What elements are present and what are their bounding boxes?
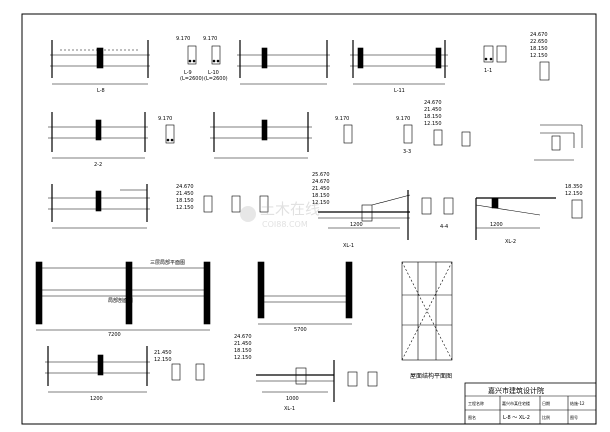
elev-label: 18.350 bbox=[565, 184, 583, 190]
elev-label: 12.150 bbox=[530, 53, 548, 59]
frame-elevation-2: 5700 bbox=[257, 261, 353, 333]
dim-label: 1200 bbox=[490, 222, 503, 228]
elev-label: 24.670 bbox=[234, 334, 252, 340]
plan-title: 局部剖面图 bbox=[108, 297, 133, 304]
detail-corner-row2 bbox=[534, 124, 583, 161]
beam-section-stack-c: 24.670 21.450 18.150 12.150 bbox=[176, 184, 269, 213]
section-label: 1-1 bbox=[484, 68, 492, 74]
elev-label: 9.170 bbox=[203, 36, 217, 42]
elev-label: 18.150 bbox=[234, 348, 252, 354]
title-block: 嘉兴市建筑设计院 工程名称 嘉兴市某住宅楼 日期 结施-12 图名 L-8 ～ … bbox=[464, 382, 597, 425]
elev-label: 21.450 bbox=[424, 107, 442, 113]
elev-label: 9.170 bbox=[335, 116, 349, 122]
dim-label: 1200 bbox=[90, 396, 103, 402]
elevation-stack-a: 24.670 22.650 18.150 12.150 bbox=[530, 32, 550, 81]
beam-elevation-7: 1200 bbox=[45, 346, 150, 402]
section-label: 4-4 bbox=[440, 224, 448, 230]
beam-elevation-5 bbox=[210, 112, 312, 159]
section-label: 2-2 bbox=[94, 162, 102, 168]
elev-label: 18.150 bbox=[312, 193, 330, 199]
elev-label: 18.150 bbox=[424, 114, 442, 120]
scale-label: 比例 bbox=[542, 414, 550, 420]
elev-label: 22.650 bbox=[530, 39, 548, 45]
elev-label: 12.150 bbox=[234, 355, 252, 361]
frame-elevation-1: 7200 三层局部平面图 局部剖面图 bbox=[35, 259, 211, 338]
elev-label: 24.670 bbox=[530, 32, 548, 38]
dim-label: 7200 bbox=[108, 332, 121, 338]
dim-label: 1000 bbox=[286, 396, 299, 402]
project-name: 嘉兴市某住宅楼 bbox=[502, 400, 530, 406]
section-label: L-9 bbox=[184, 70, 192, 76]
beam-section-stack-d: 18.350 12.150 bbox=[565, 184, 583, 219]
elev-label: 21.450 bbox=[154, 350, 172, 356]
beam-elevation-1: L-8 bbox=[50, 40, 150, 94]
elev-label: 18.150 bbox=[530, 46, 548, 52]
dim-label: 1200 bbox=[350, 222, 363, 228]
elev-label: 21.450 bbox=[234, 341, 252, 347]
drawing-name: L-8 ～ XL-2 bbox=[503, 415, 530, 421]
project-label: 工程名称 bbox=[468, 400, 484, 406]
beam-section-row2-b: 9.170 9.170 3-3 bbox=[335, 116, 413, 155]
elev-label: 9.170 bbox=[176, 36, 190, 42]
company-name: 嘉兴市建筑设计院 bbox=[488, 386, 544, 395]
beam-section-stack-b: 24.670 21.450 18.150 12.150 bbox=[424, 100, 471, 147]
elev-label: 12.150 bbox=[312, 200, 330, 206]
beam-section-L10: 9.170 L-10 (L=2600) bbox=[203, 36, 228, 82]
section-label: L-11 bbox=[394, 88, 405, 94]
elev-label: 21.450 bbox=[312, 186, 330, 192]
elev-label: 21.450 bbox=[176, 191, 194, 197]
section-note: (L=2600) bbox=[204, 76, 228, 82]
drawing-label: 图名 bbox=[468, 414, 476, 420]
section-note: (L=2600) bbox=[180, 76, 204, 82]
xl2-detail: 1200 XL-2 bbox=[475, 197, 556, 245]
elev-label: 18.150 bbox=[176, 198, 194, 204]
beam-section-4-4: 4-4 bbox=[421, 197, 454, 230]
section-label: XL-1 bbox=[284, 406, 295, 412]
drawing-no: 结施-12 bbox=[570, 400, 585, 406]
beam-section-row2-a: 9.170 bbox=[158, 116, 175, 144]
section-label: XL-2 bbox=[505, 239, 516, 245]
section-label: 3-3 bbox=[403, 149, 411, 155]
roof-plan: 屋面结构平面图 bbox=[401, 261, 453, 380]
watermark-brand: 土木在线 bbox=[260, 200, 320, 218]
sheet-border bbox=[21, 13, 597, 425]
plan-title: 三层局部平面图 bbox=[150, 259, 185, 266]
elev-label: 24.670 bbox=[176, 184, 194, 190]
plan-title: 屋面结构平面图 bbox=[410, 372, 452, 380]
beam-elevation-2 bbox=[237, 40, 330, 85]
drawing-no-label: 图号 bbox=[570, 414, 578, 420]
elev-label: 12.150 bbox=[424, 121, 442, 127]
elev-label: 12.150 bbox=[154, 357, 172, 363]
elev-label: 25.670 bbox=[312, 172, 330, 178]
dim-label: 5700 bbox=[294, 327, 307, 333]
beam-section-stack-row5: 24.670 21.450 18.150 12.150 bbox=[234, 334, 252, 361]
beam-elevation-3: L-11 bbox=[350, 40, 448, 94]
elev-label: 12.150 bbox=[565, 191, 583, 197]
elev-label: 9.170 bbox=[396, 116, 410, 122]
beam-section-stack-e: 21.450 12.150 bbox=[154, 350, 205, 381]
beam-section-stack-f: 25.670 24.670 21.450 18.150 12.150 bbox=[312, 172, 330, 206]
section-label: L-8 bbox=[97, 88, 105, 94]
xl1b-detail: 1000 XL-1 bbox=[256, 360, 378, 412]
xl1-detail: 1200 XL-1 bbox=[318, 190, 411, 249]
beam-elevation-4: 2-2 bbox=[48, 112, 148, 168]
beam-section-L9: 9.170 L-9 (L=2600) bbox=[176, 36, 204, 82]
elev-label: 12.150 bbox=[176, 205, 194, 211]
beam-elevation-6 bbox=[48, 184, 150, 229]
section-label: L-10 bbox=[208, 70, 219, 76]
elev-label: 24.670 bbox=[424, 100, 442, 106]
beam-section-11: 1-1 bbox=[483, 45, 507, 74]
watermark-site: COI88.COM bbox=[262, 220, 308, 229]
elev-label: 9.170 bbox=[158, 116, 172, 122]
elev-label: 24.670 bbox=[312, 179, 330, 185]
date-label: 日期 bbox=[542, 400, 550, 406]
section-label: XL-1 bbox=[343, 243, 354, 249]
watermark: 土木在线 COI88.COM bbox=[240, 200, 320, 229]
